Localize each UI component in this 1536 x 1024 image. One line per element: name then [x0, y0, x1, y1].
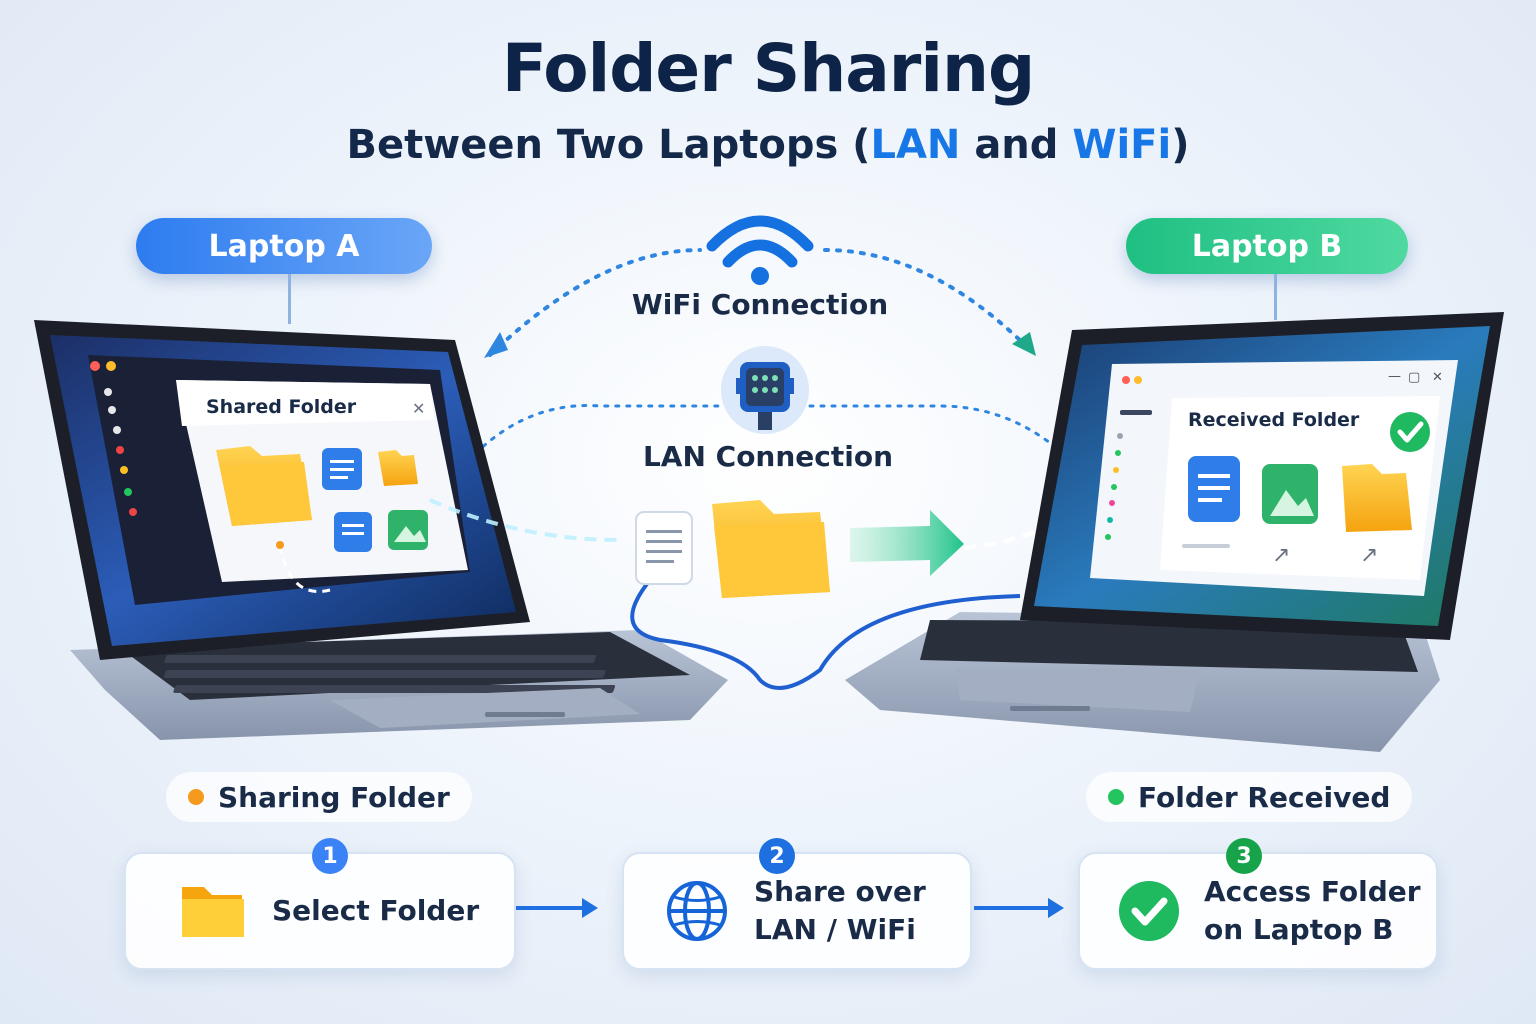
- laptop-b-status-text: Folder Received: [1138, 780, 1391, 814]
- laptop-b-sidebar: [1105, 410, 1152, 540]
- globe-icon: [662, 876, 732, 946]
- chevron-icon: ↗: [1272, 543, 1290, 568]
- step-3-line2: on Laptop B: [1204, 913, 1394, 946]
- step-1-card: 1 Select Folder: [124, 838, 516, 970]
- step-2-line2: LAN / WiFi: [754, 913, 916, 946]
- subtitle-wifi: WiFi: [1072, 122, 1172, 168]
- laptop-a-stem: [288, 274, 291, 324]
- step-1-number: 1: [312, 838, 348, 874]
- wifi-arrowhead-right: [1012, 332, 1036, 356]
- laptop-a-sidebar: [90, 361, 137, 516]
- page-title: Folder Sharing: [501, 30, 1035, 107]
- image-icon: [388, 510, 428, 550]
- svg-text:—: —: [1388, 369, 1401, 384]
- received-document-icon: [1188, 456, 1240, 522]
- lan-cable: [630, 578, 1021, 690]
- laptop-b-window-title: Received Folder: [1188, 409, 1360, 431]
- status-dot-orange: [188, 789, 204, 805]
- step-1-text: Select Folder: [272, 892, 479, 930]
- step-3-card: 3 Access Folder on Laptop B: [1078, 838, 1438, 970]
- svg-text:▢: ▢: [1408, 370, 1420, 385]
- laptop-b-label: Laptop B: [1126, 218, 1408, 274]
- subtitle-and: and: [960, 122, 1073, 168]
- status-dot-green: [1108, 789, 1124, 805]
- transfer-arrow-icon: [850, 510, 964, 576]
- transfer-folder-icon: [712, 500, 830, 598]
- check-circle-icon: [1114, 876, 1184, 946]
- lan-connection-label: LAN Connection: [642, 440, 894, 473]
- laptop-a-window-title: Shared Folder: [206, 396, 357, 418]
- transfer-document-icon: [635, 511, 693, 585]
- document-icon: [322, 448, 362, 490]
- wifi-arc-right: [823, 248, 1032, 352]
- check-badge-icon: [1390, 412, 1430, 452]
- laptop-b-window-controls: — ▢ ✕: [1122, 369, 1443, 385]
- laptop-b: — ▢ ✕ Received Folder ↗ ↗: [845, 312, 1504, 752]
- laptop-a: Shared Folder ✕: [34, 320, 728, 740]
- laptop-a-status: Sharing Folder: [166, 772, 472, 822]
- folder-icon: [216, 446, 312, 526]
- document-icon-2: [334, 512, 372, 552]
- laptop-b-stem: [1274, 274, 1277, 320]
- small-folder-icon: [378, 450, 418, 486]
- step-2-number: 2: [759, 838, 795, 874]
- laptop-a-status-text: Sharing Folder: [218, 780, 450, 814]
- page-subtitle: Between Two Laptops (LAN and WiFi): [0, 122, 1536, 168]
- wifi-connection-label: WiFi Connection: [631, 288, 889, 321]
- step-2-text: Share over LAN / WiFi: [754, 873, 926, 949]
- step-3-number: 3: [1226, 838, 1262, 874]
- received-image-icon: [1262, 464, 1318, 524]
- ethernet-icon: [721, 346, 809, 434]
- wifi-icon: [706, 215, 814, 285]
- wifi-arrowhead-left: [484, 332, 508, 358]
- subtitle-suffix: ): [1171, 122, 1190, 168]
- step-3-line1: Access Folder: [1204, 875, 1421, 908]
- step-3-text: Access Folder on Laptop B: [1204, 873, 1421, 949]
- received-folder-icon: [1342, 464, 1412, 532]
- svg-text:✕: ✕: [1432, 370, 1443, 385]
- subtitle-prefix: Between Two Laptops (: [346, 122, 871, 168]
- close-icon: ✕: [412, 399, 425, 418]
- laptop-b-status: Folder Received: [1086, 772, 1413, 822]
- laptop-a-label: Laptop A: [136, 218, 432, 274]
- folder-icon: [178, 876, 248, 946]
- step-2-card: 2 Share over LAN / WiFi: [622, 838, 972, 970]
- wifi-arc-left: [488, 248, 702, 357]
- step-2-line1: Share over: [754, 875, 926, 908]
- step-1-line1: Select Folder: [272, 894, 480, 927]
- transfer-path: [963, 503, 1082, 550]
- subtitle-lan: LAN: [870, 122, 961, 168]
- chevron-icon-2: ↗: [1360, 543, 1378, 568]
